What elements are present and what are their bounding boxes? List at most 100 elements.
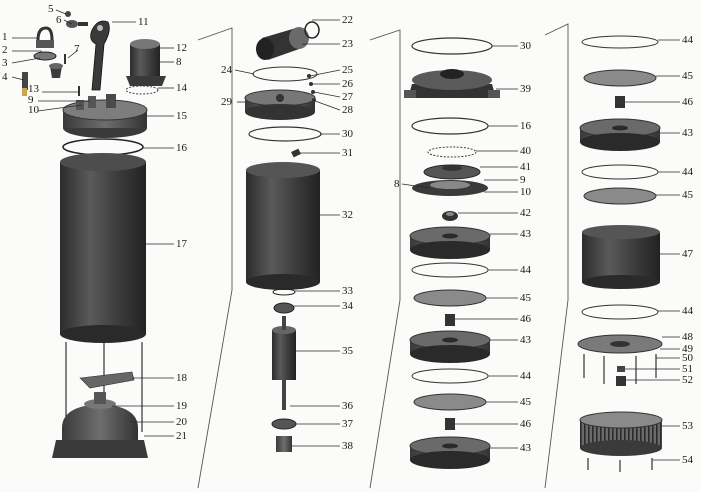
part-label-22: 22 (342, 14, 353, 26)
plate-45-a (413, 289, 487, 307)
ring-44-b (411, 368, 489, 384)
pump-head (404, 69, 500, 98)
part-label-29: 29 (221, 96, 233, 108)
part-label-49: 49 (682, 343, 694, 355)
part-label-26: 26 (342, 78, 354, 90)
part-labels: 1 2 3 4 5 6 7 13 9 10 11 12 8 14 15 16 1… (2, 3, 694, 466)
part-label-16-right: 16 (520, 120, 532, 132)
part-label-28: 28 (342, 104, 354, 116)
part-label-35: 35 (342, 345, 354, 357)
part-label-46-b: 46 (520, 418, 532, 430)
part-label-33: 33 (342, 285, 354, 297)
part-label-2: 2 (2, 44, 8, 56)
ring-44-c (581, 35, 659, 49)
part-label-32: 32 (342, 209, 353, 221)
handle-part (90, 20, 110, 91)
oring-16-right (411, 117, 489, 135)
oring-30-right (411, 37, 493, 55)
part-label-3: 3 (2, 57, 8, 69)
bearing-37 (271, 418, 297, 430)
sleeve-46-a (445, 314, 455, 326)
sleeve-46-c (615, 96, 625, 108)
part-label-10-right: 10 (520, 186, 532, 198)
cable-gland-parts (22, 26, 63, 96)
part-label-13: 13 (28, 83, 40, 95)
column-divider-3 (544, 23, 569, 489)
column-divider-2 (369, 29, 401, 489)
part-label-16-left: 16 (176, 142, 188, 154)
ring-24 (252, 66, 318, 82)
part-label-51: 51 (682, 363, 693, 375)
part-label-31: 31 (342, 147, 353, 159)
part-label-53: 53 (682, 420, 694, 432)
part-label-43-a: 43 (520, 228, 532, 240)
part-label-54: 54 (682, 454, 694, 466)
part-label-9-left: 9 (28, 94, 34, 106)
part-label-44-d: 44 (682, 166, 694, 178)
bearing-34 (273, 302, 295, 314)
part-label-46-c: 46 (682, 96, 694, 108)
part-label-15: 15 (176, 110, 188, 122)
part-label-38: 38 (342, 440, 354, 452)
part-label-45-c: 45 (682, 70, 694, 82)
part-label-23: 23 (342, 38, 354, 50)
part-label-44-e: 44 (682, 305, 694, 317)
top-cover (62, 94, 148, 138)
part-label-18: 18 (176, 372, 188, 384)
oring-40 (427, 146, 477, 158)
part-label-46-a: 46 (520, 313, 532, 325)
column-divider-1 (197, 27, 233, 489)
part-label-6: 6 (56, 14, 62, 26)
part-label-24: 24 (221, 64, 233, 76)
intake-screen-53 (579, 411, 663, 456)
terminal-cap-22-23 (256, 21, 320, 60)
outer-shell (60, 153, 146, 343)
rotor (272, 316, 296, 410)
part-label-40: 40 (520, 145, 532, 157)
upper-bearing-cover (244, 89, 316, 120)
diffuser-9-10 (412, 180, 488, 196)
ring-44-d (581, 164, 659, 180)
part-label-47: 47 (682, 248, 694, 260)
part-label-52: 52 (682, 374, 693, 386)
pump-sleeve-47 (582, 225, 660, 289)
part-label-11: 11 (138, 16, 149, 28)
part-label-45-a: 45 (520, 292, 532, 304)
plate-18 (79, 371, 135, 389)
oring-33 (272, 288, 296, 296)
stage-disk-43-d (579, 118, 661, 151)
leader-lines (11, 9, 680, 461)
washer-51 (617, 366, 625, 372)
part-label-34: 34 (342, 300, 354, 312)
sleeve-46-b (445, 418, 455, 430)
part-label-41: 41 (520, 161, 531, 173)
part-label-50: 50 (682, 352, 694, 364)
ring-44-e (581, 304, 659, 320)
oring-30-mid (248, 126, 322, 142)
stage-disk-43-b (409, 330, 491, 363)
bushing-38 (276, 436, 292, 452)
lower-plate-48-49 (577, 334, 663, 354)
oring-14 (125, 85, 159, 95)
ring-44-a (411, 262, 489, 278)
part-label-30-right: 30 (520, 40, 532, 52)
part-label-44-c: 44 (682, 34, 694, 46)
part-label-43-c: 43 (520, 442, 532, 454)
part-label-10-left: 10 (28, 104, 40, 116)
part-label-19: 19 (176, 400, 188, 412)
part-label-44-b: 44 (520, 370, 532, 382)
part-label-4: 4 (2, 71, 8, 83)
cable-clip-31 (291, 148, 301, 158)
part-label-9-right: 9 (520, 174, 526, 186)
part-label-42: 42 (520, 207, 531, 219)
part-label-17: 17 (176, 238, 188, 250)
stage-disk-43-c (409, 436, 491, 469)
part-label-37: 37 (342, 418, 354, 430)
pump-base (52, 392, 148, 458)
part-label-20: 20 (176, 416, 188, 428)
screws-54 (587, 458, 653, 472)
nut-42 (442, 211, 458, 221)
part-label-25: 25 (342, 64, 354, 76)
